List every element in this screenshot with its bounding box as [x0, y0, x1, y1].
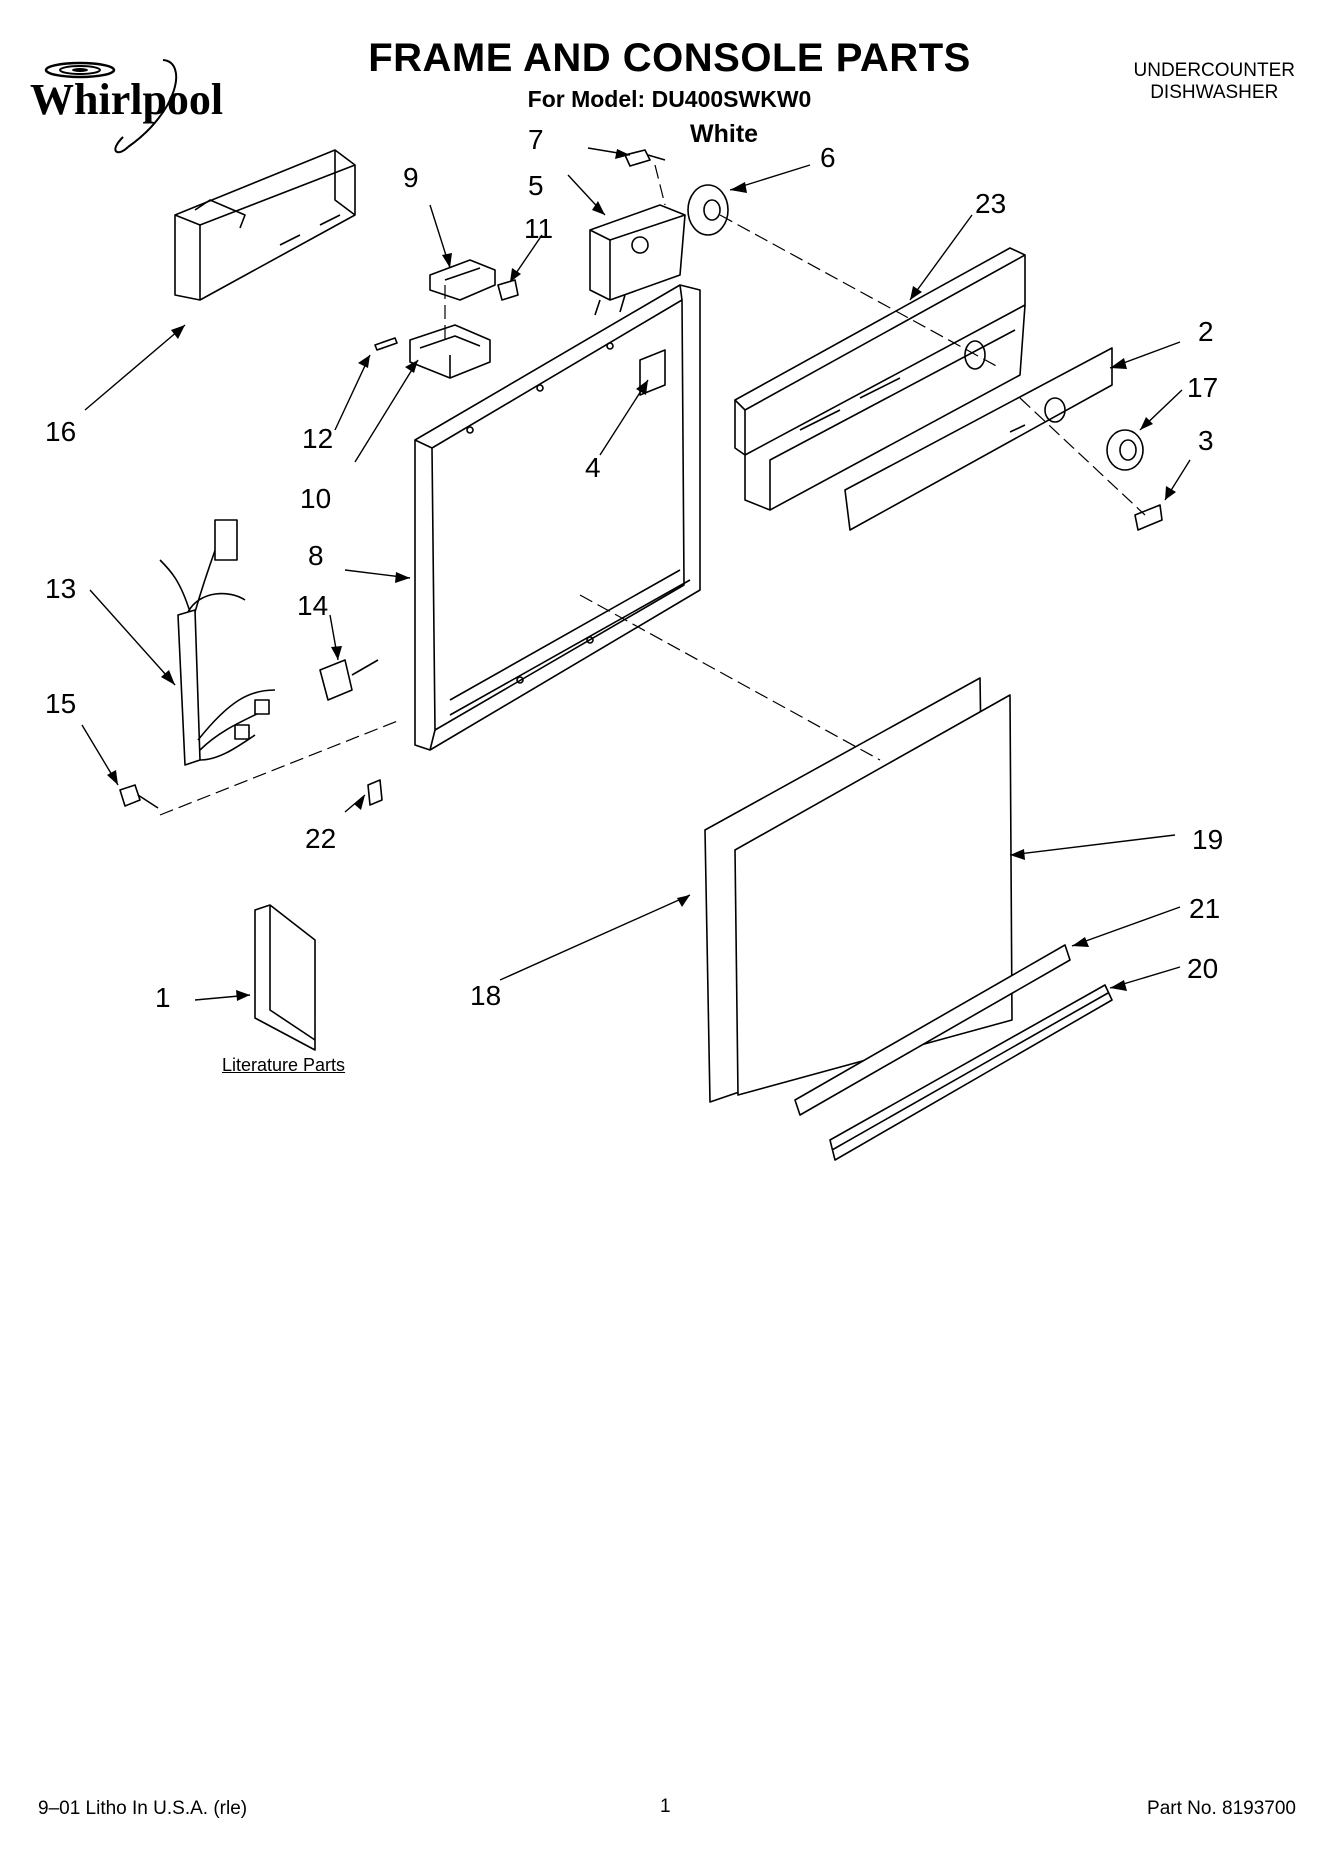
part-17-knob	[1106, 429, 1144, 471]
callout-22: 22	[305, 823, 337, 854]
footer-litho: 9–01 Litho In U.S.A. (rle)	[38, 1798, 248, 1819]
callout-14: 14	[297, 590, 329, 621]
part-21-trim	[794, 944, 1071, 1116]
part-5-timer	[589, 204, 686, 316]
svg-text:Whirlpool: Whirlpool	[30, 75, 223, 124]
literature-parts-label: Literature Parts	[222, 1055, 346, 1075]
callout-13: 13	[45, 573, 77, 604]
callout-5: 5	[528, 170, 544, 201]
part-3-switch	[1134, 504, 1163, 531]
part-20-trim	[829, 984, 1113, 1161]
callout-3: 3	[1198, 425, 1214, 456]
part-11-switch	[497, 279, 519, 301]
callout-16: 16	[45, 416, 77, 447]
product-line-1: UNDERCOUNTER	[1133, 60, 1296, 81]
callout-10: 10	[300, 483, 332, 514]
page-title: FRAME AND CONSOLE PARTS	[368, 36, 971, 80]
callout-21: 21	[1189, 893, 1221, 924]
part-19-door-panel-front	[734, 694, 1013, 1096]
callout-23: 23	[975, 188, 1007, 219]
callout-6: 6	[820, 142, 836, 173]
callout-11: 11	[524, 213, 554, 244]
callout-7: 7	[528, 124, 544, 155]
callout-20: 20	[1187, 953, 1219, 984]
part-7-screw	[624, 149, 666, 167]
callout-15: 15	[45, 688, 77, 719]
page-number: 1	[660, 1796, 671, 1817]
part-12-clip	[374, 337, 398, 351]
part-6-knob	[687, 184, 729, 236]
callout-1: 1	[155, 982, 171, 1013]
part-14-sensor	[319, 659, 379, 701]
callout-8: 8	[308, 540, 324, 571]
whirlpool-swirl-icon: Whirlpool	[30, 59, 223, 154]
part-2-panel	[844, 347, 1113, 531]
part-13-wire-harness	[159, 519, 276, 766]
product-type: UNDERCOUNTER DISHWASHER	[1134, 60, 1296, 104]
whirlpool-logo: Whirlpool	[28, 52, 268, 162]
callout-17: 17	[1187, 372, 1219, 403]
part-23-console	[734, 247, 1026, 511]
part-10-holder	[409, 324, 491, 379]
callout-12: 12	[302, 423, 334, 454]
part-15-screw	[119, 784, 159, 809]
callout-19: 19	[1192, 824, 1224, 855]
part-16-cover	[174, 149, 356, 301]
callout-18: 18	[470, 980, 502, 1011]
part-9-bracket	[429, 259, 496, 301]
product-line-2: DISHWASHER	[1150, 82, 1279, 103]
callout-2: 2	[1198, 316, 1214, 347]
model-number: For Model: DU400SWKW0	[527, 86, 812, 112]
callout-9: 9	[403, 162, 419, 193]
part-22-clip	[367, 779, 383, 806]
part-number: Part No. 8193700	[1147, 1798, 1296, 1819]
model-color: White	[690, 120, 759, 148]
callout-4: 4	[585, 452, 601, 483]
part-1-literature	[254, 904, 316, 1051]
